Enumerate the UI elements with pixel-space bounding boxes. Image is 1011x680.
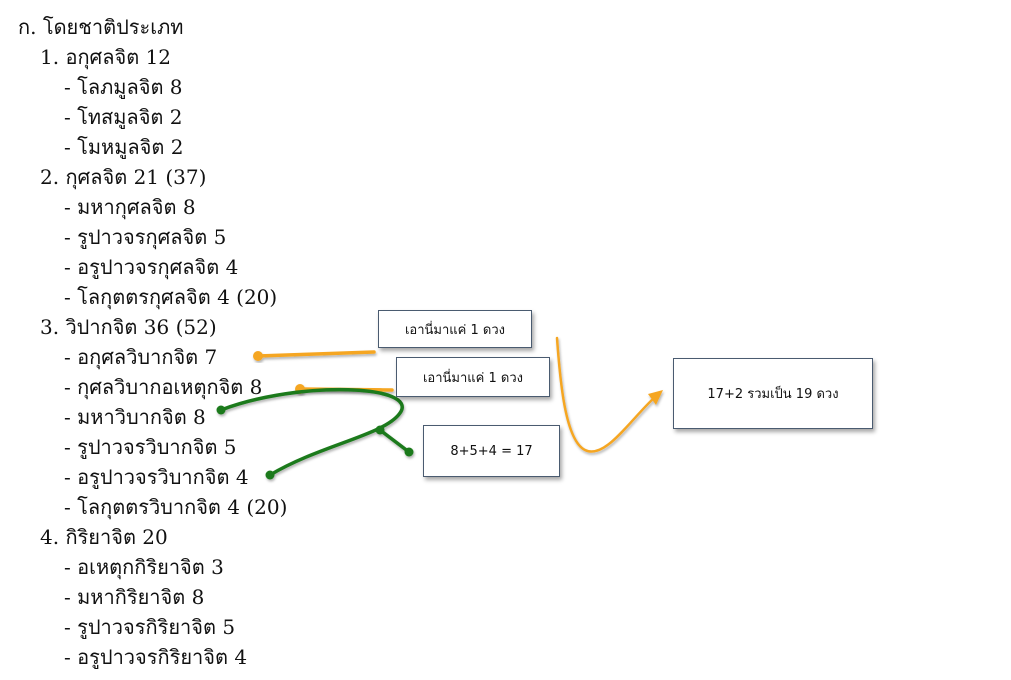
list-item: - มหากิริยาจิต 8 <box>64 585 205 609</box>
list-item: - โลกุตตรวิบากจิต 4 (20) <box>64 495 288 519</box>
list-item: - อรูปาวจรกิริยาจิต 4 <box>64 645 248 669</box>
orange-connector-1 <box>253 350 376 361</box>
list-item: - อกุศลวิบากจิต 7 <box>64 345 218 369</box>
note-take-one-box-1: เอานี่มาแค่ 1 ดวง <box>378 310 532 348</box>
group-3-title: 3. วิปากจิต 36 (52) <box>40 315 217 339</box>
list-item: - โลภมูลจิต 8 <box>64 75 183 99</box>
group-2-title: 2. กุศลจิต 21 (37) <box>40 165 207 189</box>
list-item: - โลกุตตรกุศลจิต 4 (20) <box>64 285 278 309</box>
list-item: - โทสมูลจิต 2 <box>64 105 183 129</box>
note-take-one-box-2: เอานี่มาแค่ 1 ดวง <box>396 357 550 397</box>
list-item: - รูปาวจรกิริยาจิต 5 <box>64 615 236 639</box>
page-heading: ก. โดยชาติประเภท <box>18 15 184 39</box>
orange-arrow <box>555 336 663 453</box>
list-item: - มหาวิบากจิต 8 <box>64 405 206 429</box>
note-total-box: 17+2 รวมเป็น 19 ดวง <box>673 358 873 429</box>
note-sum-box: 8+5+4 = 17 <box>423 425 560 477</box>
list-item: - อรูปาวจรกุศลจิต 4 <box>64 255 239 279</box>
orange-connector-2 <box>295 384 394 394</box>
list-item: - อรูปาวจรวิบากจิต 4 <box>64 465 249 489</box>
list-item: - โมหมูลจิต 2 <box>64 135 184 159</box>
list-item: - กุศลวิบากอเหตุกจิต 8 <box>64 375 263 399</box>
group-1-title: 1. อกุศลจิต 12 <box>40 45 172 69</box>
group-4-title: 4. กิริยาจิต 20 <box>40 525 168 549</box>
list-item: - รูปาวจรวิบากจิต 5 <box>64 435 237 459</box>
list-item: - รูปาวจรกุศลจิต 5 <box>64 225 227 249</box>
list-item: - อเหตุกกิริยาจิต 3 <box>64 555 224 579</box>
list-item: - มหากุศลจิต 8 <box>64 195 196 219</box>
